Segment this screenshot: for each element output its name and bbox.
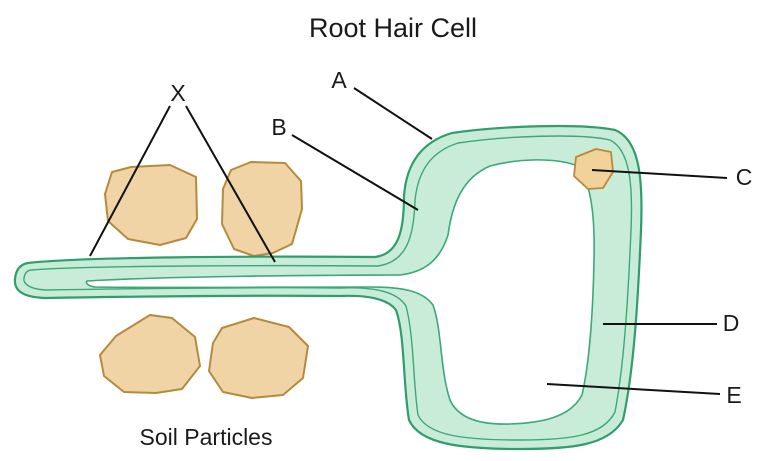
label-b: B: [271, 114, 286, 140]
label-d: D: [723, 310, 740, 336]
label-a: A: [331, 67, 347, 93]
label-c: C: [736, 164, 753, 190]
leader-line-b: [292, 135, 418, 210]
soil-particles-caption: Soil Particles: [140, 424, 273, 450]
soil-particle-bottom-left: [100, 315, 200, 393]
label-x: X: [170, 80, 185, 106]
leader-line-a: [354, 88, 432, 139]
soil-particle-top-right: [222, 162, 302, 256]
soil-particle-top-left: [105, 165, 197, 245]
label-e: E: [726, 382, 741, 408]
diagram-title: Root Hair Cell: [309, 13, 477, 43]
soil-particle-bottom-right: [209, 318, 308, 398]
